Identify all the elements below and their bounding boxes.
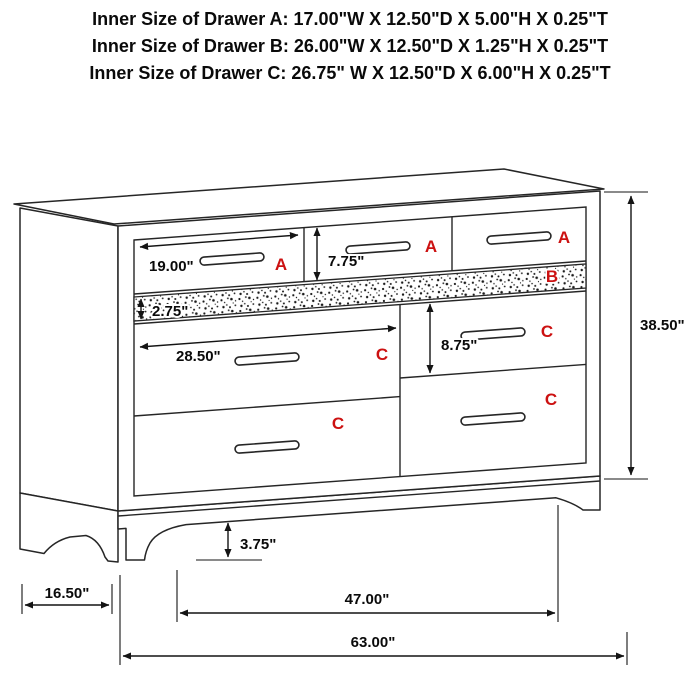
drawer-c-right1-handle xyxy=(460,327,526,341)
jewelry-drawer-b-front xyxy=(133,263,587,322)
overall-width-label: 63.00" xyxy=(351,634,396,651)
dimension-arrow xyxy=(139,232,299,250)
drawer-c-size-line: Inner Size of Drawer C: 26.75" W X 12.50… xyxy=(89,63,611,83)
drawer-c-right-divider xyxy=(399,363,587,379)
drawer-b-size-line: Inner Size of Drawer B: 26.00"W X 12.50"… xyxy=(91,36,609,56)
dresser-base-feet xyxy=(117,475,601,561)
dim-drawer-a-width: 19.00" xyxy=(139,232,299,277)
drawer-size-header: Inner Size of Drawer A: 17.00"W X 12.50"… xyxy=(0,6,700,87)
dim-drawer-b-height: 2.75" xyxy=(137,298,190,322)
dimension-arrow xyxy=(139,325,397,350)
drawer-a-size-line: Inner Size of Drawer A: 17.00"W X 12.50"… xyxy=(92,9,608,29)
drawer-a1-handle xyxy=(199,252,265,266)
rail-above-bottom-drawers xyxy=(133,290,587,325)
drawer-c-right2-handle xyxy=(460,412,526,426)
dim-drawer-a-height: 7.75" xyxy=(313,227,366,281)
drawer-c-left1-letter: C xyxy=(376,345,388,364)
overall-height-label: 38.50" xyxy=(640,317,685,334)
dim-drawer-c-width: 28.50" xyxy=(139,325,397,367)
drawer-a3-letter: A xyxy=(558,228,570,247)
dimension-annotations: 19.00" 7.75" 2.75" 28.50" 8.75" xyxy=(21,191,687,665)
drawer-c-height-label: 8.75" xyxy=(441,337,477,354)
drawer-a-height-label: 7.75" xyxy=(328,253,364,270)
drawer-a3-handle xyxy=(486,231,552,245)
drawer-c-width-label: 28.50" xyxy=(176,348,221,365)
drawer-c-left2-letter: C xyxy=(332,414,344,433)
foot-height-label: 3.75" xyxy=(240,536,276,553)
dim-drawer-c-height: 8.75" xyxy=(426,303,479,374)
dim-overall-width: 63.00" xyxy=(119,575,628,665)
dresser-tabletop xyxy=(13,168,605,225)
frame-inner-opening xyxy=(133,206,587,497)
drawer-c-left-divider xyxy=(133,395,401,417)
overall-depth-label: 16.50" xyxy=(45,585,90,602)
drawer-b-letter: B xyxy=(546,267,558,286)
dim-overall-height: 38.50" xyxy=(604,191,687,480)
dresser-side-skirt xyxy=(19,492,119,563)
dim-feet-span: 47.00" xyxy=(176,505,559,622)
dim-foot-height: 3.75" xyxy=(196,522,278,561)
drawer-c-right2-letter: C xyxy=(545,390,557,409)
dresser-drawing xyxy=(13,168,605,563)
drawer-a2-letter: A xyxy=(425,237,437,256)
drawer-c-left1-handle xyxy=(234,352,300,366)
drawer-a1-letter: A xyxy=(275,255,287,274)
feet-span-label: 47.00" xyxy=(345,591,390,608)
drawer-c-right1-letter: C xyxy=(541,322,553,341)
drawer-a-width-label: 19.00" xyxy=(149,258,194,275)
dim-overall-depth: 16.50" xyxy=(21,583,113,614)
plinth-molding-line xyxy=(117,480,601,517)
rail-below-top-drawers xyxy=(133,260,587,295)
drawer-b-height-label: 2.75" xyxy=(152,303,188,320)
drawer-c-left2-handle xyxy=(234,440,300,454)
dresser-front-frame xyxy=(117,190,601,512)
drawer-letter-labels: A A A B C C C C xyxy=(273,226,572,435)
drawer-a2-handle xyxy=(345,241,411,255)
dresser-side-panel xyxy=(19,207,119,512)
